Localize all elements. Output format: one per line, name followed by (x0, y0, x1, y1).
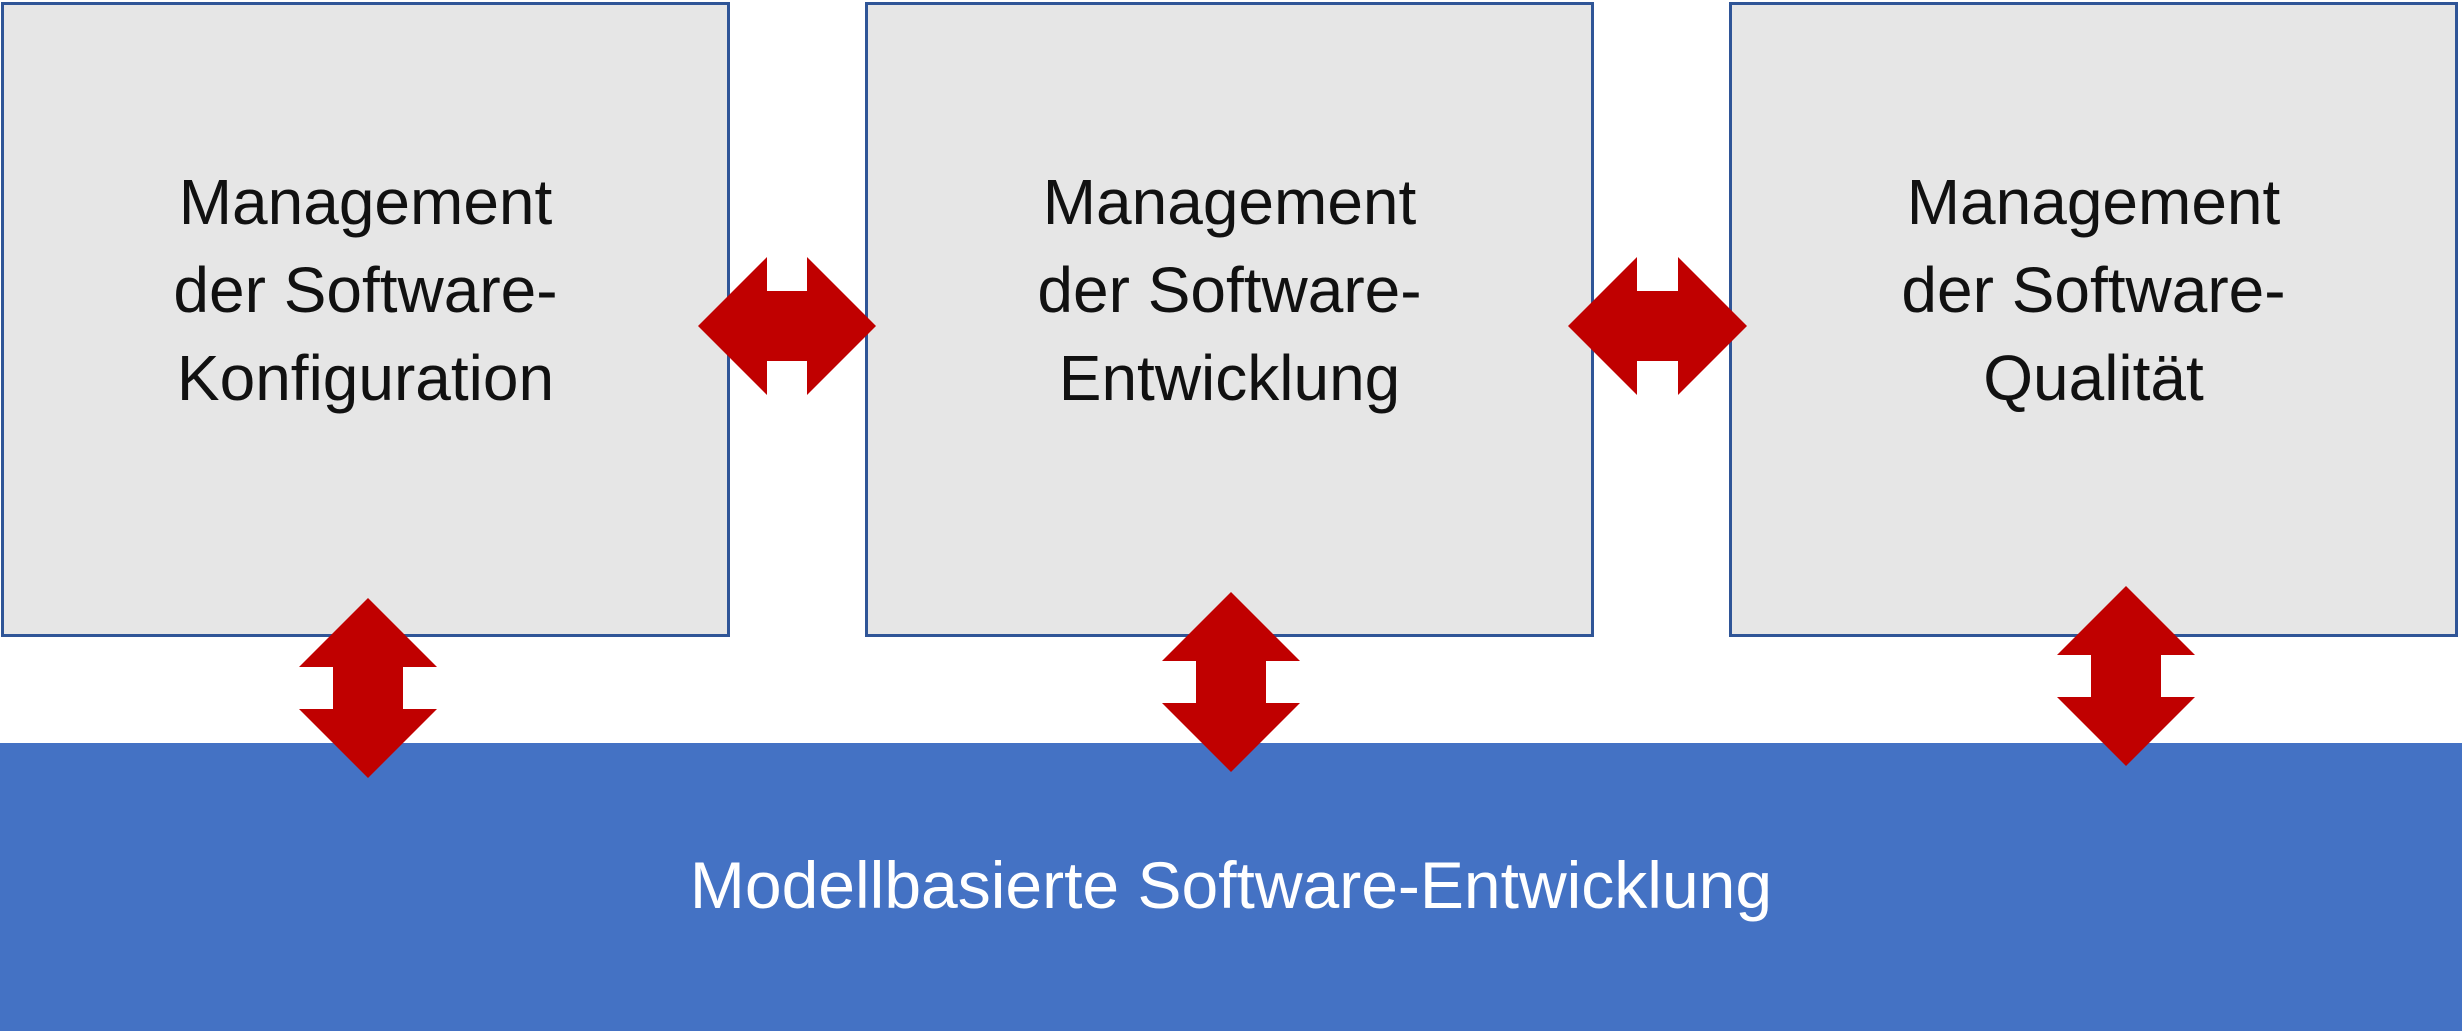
box-software-development-management: Management der Software- Entwicklung (865, 2, 1594, 637)
box-label-line: Management (178, 165, 553, 238)
foundation-bar: Modellbasierte Software-Entwicklung (0, 743, 2462, 1031)
box-label-line: Konfiguration (176, 341, 555, 414)
box-label: Management der Software- Entwicklung (1037, 158, 1421, 422)
box-label-line: Qualität (1983, 341, 2204, 414)
box-label: Management der Software- Konfiguration (173, 158, 557, 422)
double-arrow-horizontal-icon (1568, 257, 1747, 395)
box-label-line: der Software- (173, 253, 558, 326)
box-label-line: der Software- (1037, 253, 1422, 326)
box-label-line: Management (1906, 165, 2281, 238)
box-label-line: der Software- (1901, 253, 2286, 326)
box-software-quality-management: Management der Software- Qualität (1729, 2, 2458, 637)
box-label: Management der Software- Qualität (1901, 158, 2285, 422)
box-label-line: Management (1042, 165, 1417, 238)
box-label-line: Entwicklung (1058, 341, 1401, 414)
box-software-configuration-management: Management der Software- Konfiguration (1, 2, 730, 637)
foundation-label: Modellbasierte Software-Entwicklung (689, 848, 1773, 922)
